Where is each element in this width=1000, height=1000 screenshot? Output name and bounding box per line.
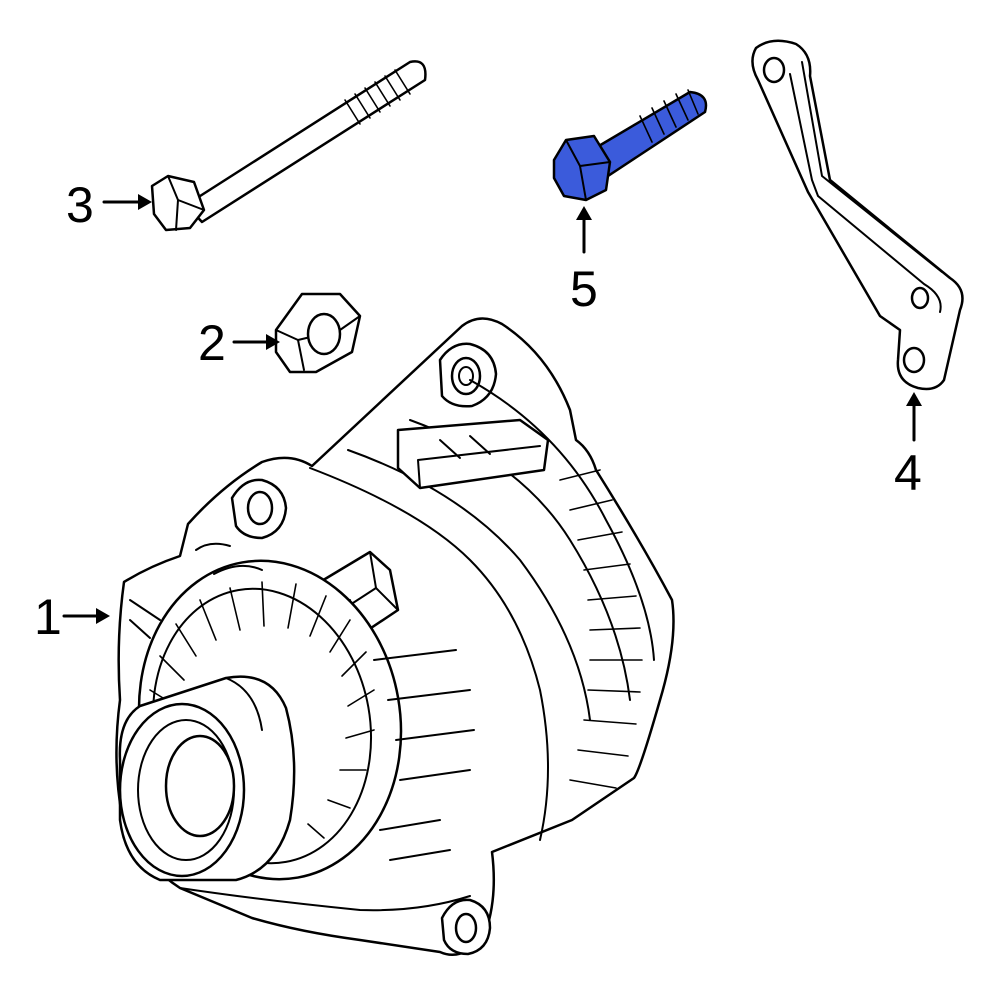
highlighted-bolt-part[interactable] [552, 89, 708, 202]
callout-4-number: 4 [894, 445, 922, 501]
callout-1: 1 [34, 589, 110, 645]
callout-2: 2 [198, 315, 280, 371]
callout-2-number: 2 [198, 315, 226, 371]
bolt-head [552, 134, 612, 202]
bracket-part[interactable] [751, 39, 964, 391]
cooling-fins [559, 469, 643, 789]
callout-4: 4 [894, 392, 922, 501]
callout-3: 3 [66, 177, 152, 233]
callout-3-number: 3 [66, 177, 94, 233]
nut-part[interactable] [274, 292, 362, 374]
long-bolt-part[interactable] [150, 60, 427, 232]
alternator-part[interactable] [114, 317, 675, 956]
callout-1-number: 1 [34, 589, 62, 645]
callout-5-number: 5 [570, 261, 598, 317]
callout-5: 5 [570, 206, 598, 317]
